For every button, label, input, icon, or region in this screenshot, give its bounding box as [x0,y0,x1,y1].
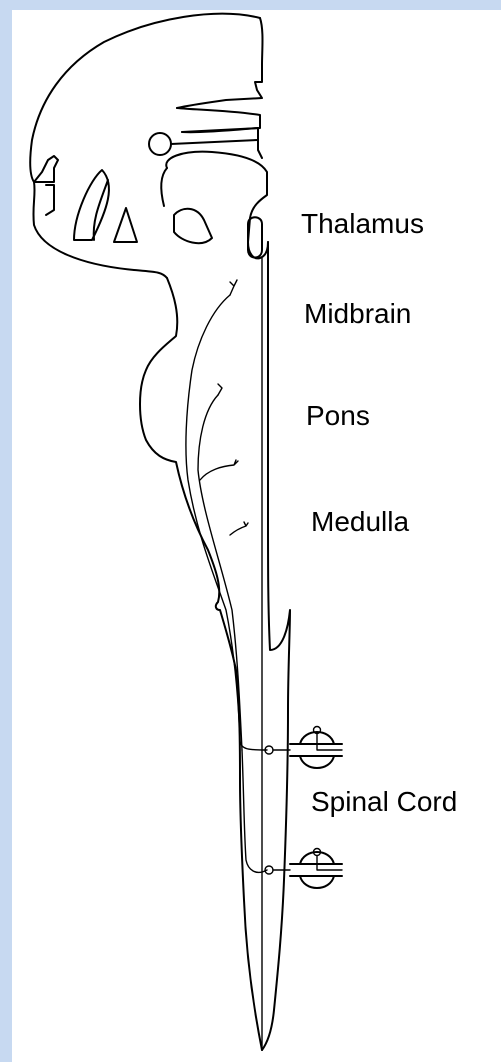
thalamic-region [174,209,212,243]
brainstem-spinal-cord-drawing [12,10,501,1062]
lateral-ventricle-left [74,170,109,240]
label-medulla: Medulla [311,508,409,536]
cerebrum-outline [30,14,260,278]
label-thalamus: Thalamus [301,210,424,238]
diagram-canvas: Thalamus Midbrain Pons Medulla Spinal Co… [12,10,501,1062]
brainstem-left-contour [140,278,262,1050]
brainstem-right-contour [262,242,290,1050]
label-pons: Pons [306,402,370,430]
diencephalon-outline [166,152,268,259]
label-spinal-cord: Spinal Cord [311,788,457,816]
corpus-callosum-outline [177,18,263,108]
fiber-tract-a [186,295,267,750]
ventricle-wedge [114,208,137,242]
fiber-tract-b [198,395,242,750]
label-midbrain: Midbrain [304,300,411,328]
spinal-root-lower [265,849,342,889]
spinal-root-upper [265,727,342,769]
